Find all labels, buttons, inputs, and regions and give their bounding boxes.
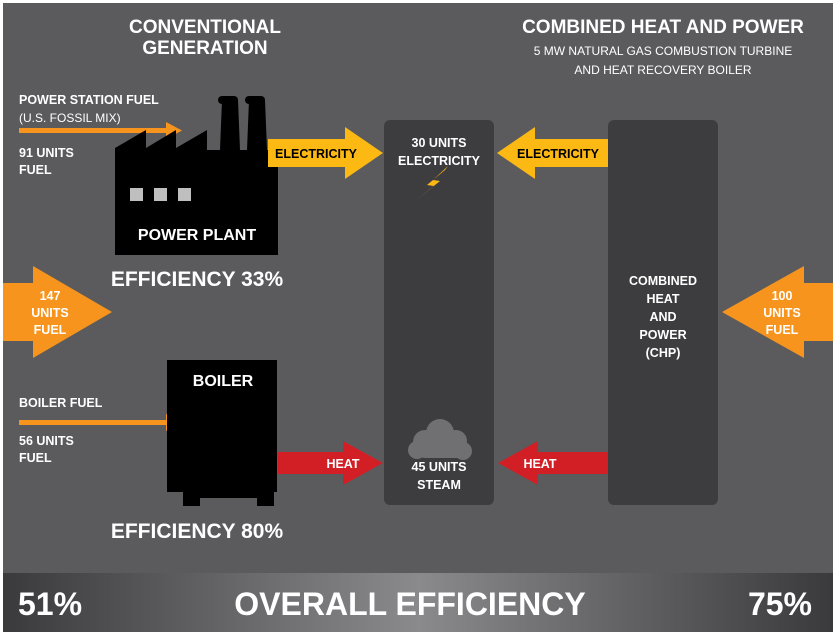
boiler-icon <box>167 360 277 506</box>
conventional-overall-efficiency: 51% <box>18 586 82 622</box>
lightning-icon <box>415 166 448 201</box>
power-station-fuel-amount: 91 UNITS <box>19 146 74 160</box>
chp-box-line3: AND <box>649 310 676 324</box>
total-fuel-line3: FUEL <box>34 323 67 337</box>
power-station-fuel-sublabel: (U.S. FOSSIL MIX) <box>19 111 121 125</box>
overall-efficiency-label: OVERALL EFFICIENCY <box>234 586 585 622</box>
footer-bar <box>3 573 833 632</box>
conventional-title-line1: CONVENTIONAL <box>129 17 281 38</box>
chp-fuel-line2: UNITS <box>763 306 801 320</box>
chp-overall-efficiency: 75% <box>748 586 812 622</box>
boiler-fuel-unit: FUEL <box>19 451 52 465</box>
boiler-label: BOILER <box>193 373 254 390</box>
center-steam-line2: STEAM <box>417 478 461 492</box>
plant-window <box>154 188 167 201</box>
electricity-arrow-left-label: ELECTRICITY <box>275 147 358 161</box>
chp-fuel-arrow <box>722 266 833 358</box>
electricity-arrow-right-label: ELECTRICITY <box>517 147 600 161</box>
boiler-efficiency: EFFICIENCY 80% <box>111 520 284 543</box>
chp-box-line1: COMBINED <box>629 274 697 288</box>
chp-column <box>608 120 718 505</box>
center-electricity-line1: 30 UNITS <box>412 136 467 150</box>
steam-cloud-icon <box>408 419 472 460</box>
chp-box-line4: POWER <box>639 328 686 342</box>
total-fuel-line2: UNITS <box>31 306 69 320</box>
power-plant-efficiency: EFFICIENCY 33% <box>111 268 284 291</box>
electricity-arrow-right <box>497 127 608 179</box>
center-electricity-line2: ELECTRICITY <box>398 154 481 168</box>
power-plant-label: POWER PLANT <box>138 227 256 244</box>
center-column <box>384 120 494 505</box>
chp-title: COMBINED HEAT AND POWER <box>522 17 804 38</box>
chp-fuel-line1: 100 <box>772 289 793 303</box>
center-steam-line1: 45 UNITS <box>412 460 467 474</box>
heat-arrow-left <box>278 441 383 485</box>
boiler-fuel-amount: 56 UNITS <box>19 434 74 448</box>
power-station-fuel-unit: FUEL <box>19 163 52 177</box>
boiler-fuel-label: BOILER FUEL <box>19 396 103 410</box>
power-station-fuel-label: POWER STATION FUEL <box>19 93 159 107</box>
plant-window <box>130 188 143 201</box>
total-fuel-arrow <box>3 266 112 358</box>
chp-subtitle-line2: AND HEAT RECOVERY BOILER <box>574 63 751 77</box>
power-plant-icon <box>115 96 278 255</box>
electricity-arrow-left <box>268 127 383 179</box>
conventional-title-line2: GENERATION <box>142 38 267 59</box>
chp-subtitle-line1: 5 MW NATURAL GAS COMBUSTION TURBINE <box>534 44 792 58</box>
heat-arrow-right-label: HEAT <box>523 457 556 471</box>
chp-fuel-line3: FUEL <box>766 323 799 337</box>
total-fuel-line1: 147 <box>40 289 61 303</box>
plant-window <box>178 188 191 201</box>
chp-box-line2: HEAT <box>646 292 679 306</box>
chp-box-line5: (CHP) <box>646 346 681 360</box>
heat-arrow-left-label: HEAT <box>326 457 359 471</box>
heat-arrow-right <box>498 441 608 485</box>
